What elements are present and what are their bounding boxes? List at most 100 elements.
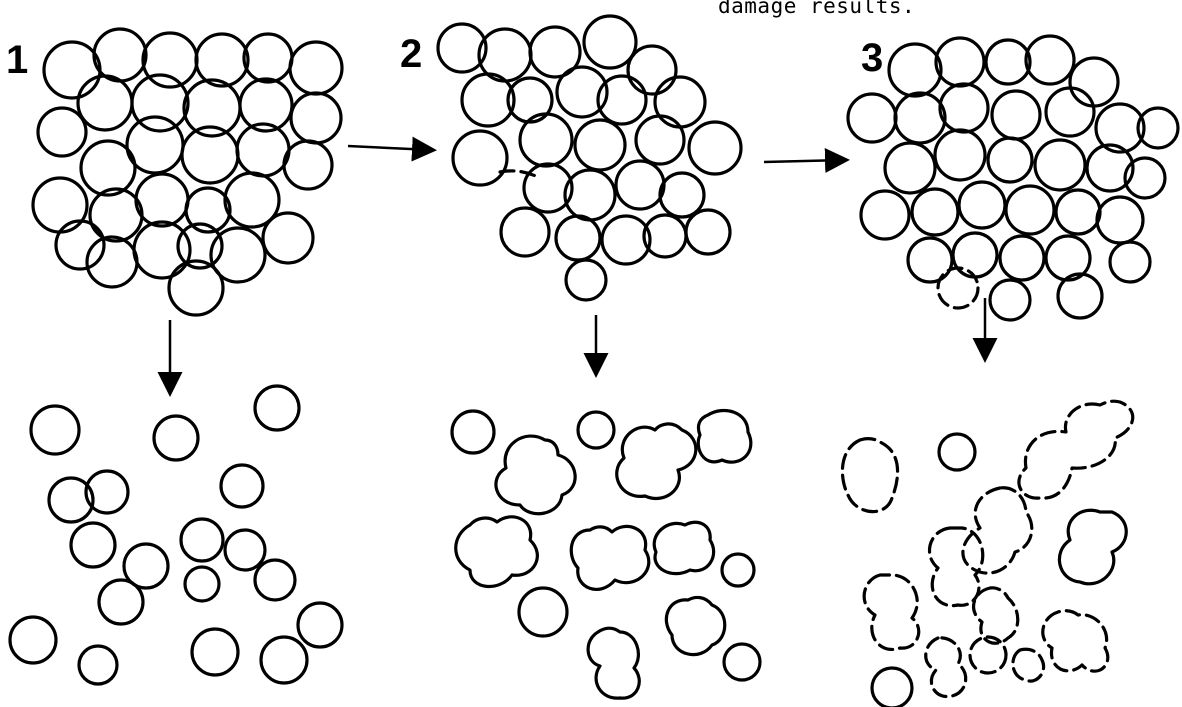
cell <box>883 141 937 195</box>
cell <box>887 42 943 98</box>
cell <box>614 159 666 211</box>
fused-cell <box>586 626 641 700</box>
cell <box>528 25 582 79</box>
cell <box>582 14 638 70</box>
cell <box>92 27 148 83</box>
broken-cell <box>1017 399 1135 500</box>
cell <box>223 171 281 229</box>
cell <box>141 31 199 89</box>
fused-cell <box>664 595 727 657</box>
panel-3-damaged-cells <box>840 399 1135 707</box>
cell <box>282 139 334 191</box>
cell <box>242 32 294 84</box>
cell <box>36 106 88 158</box>
cell <box>998 234 1046 282</box>
panel-1-separated-cells <box>8 384 344 686</box>
cell <box>934 36 986 88</box>
cell <box>933 128 987 182</box>
cell <box>97 578 145 626</box>
cell <box>555 65 609 119</box>
panel-3-number: 3 <box>861 36 884 80</box>
cell <box>1123 156 1167 200</box>
fused-cell <box>652 520 716 576</box>
cell <box>259 635 309 685</box>
cell <box>951 231 999 279</box>
cell <box>176 222 224 270</box>
cell <box>288 40 344 96</box>
cell <box>1004 184 1056 236</box>
cell <box>209 226 267 284</box>
cell <box>906 236 954 284</box>
cell <box>219 463 265 509</box>
fused-cell <box>454 515 539 589</box>
cell <box>986 136 1034 184</box>
cell <box>190 627 240 677</box>
broken-cell <box>961 486 1034 575</box>
panel-2-separated-cells <box>450 409 762 700</box>
arrow-2-to-3 <box>763 147 850 173</box>
cell <box>1044 86 1096 138</box>
arrow-1-to-2 <box>347 136 437 162</box>
cell <box>76 74 134 132</box>
cell <box>84 469 130 515</box>
cell <box>517 586 569 638</box>
cell <box>134 172 190 228</box>
cell <box>8 615 58 665</box>
cell <box>684 208 732 256</box>
cell <box>184 186 232 234</box>
fused-cell <box>1057 508 1128 586</box>
cell <box>1136 106 1180 150</box>
cell <box>289 91 343 145</box>
broken-cell <box>862 573 921 651</box>
cell <box>1044 234 1092 282</box>
cell <box>846 92 898 144</box>
cell <box>42 40 102 100</box>
fused-cell <box>569 524 651 591</box>
cell <box>626 44 678 96</box>
cell <box>436 22 488 74</box>
cell <box>253 558 297 602</box>
cell <box>988 278 1032 322</box>
cell <box>938 82 990 134</box>
cell <box>1056 272 1104 320</box>
cell <box>79 139 137 197</box>
cell <box>69 521 117 569</box>
cell <box>518 112 574 168</box>
cell <box>29 404 81 456</box>
broken-membrane <box>498 169 542 180</box>
broken-cell <box>840 437 900 514</box>
cell <box>658 171 706 219</box>
cell <box>600 214 652 266</box>
cell <box>238 77 294 133</box>
cell <box>910 187 960 237</box>
cell <box>1108 240 1152 284</box>
cell <box>1085 143 1135 193</box>
cell <box>1094 102 1146 154</box>
broken-cell <box>968 635 1008 675</box>
broken-cell <box>927 526 985 608</box>
cell <box>132 220 192 280</box>
cell <box>573 118 627 172</box>
cell <box>720 552 756 588</box>
cell <box>564 258 608 302</box>
panel-1-packed-cells <box>31 27 344 317</box>
cell <box>31 176 89 234</box>
cell <box>253 384 301 432</box>
cell <box>1024 34 1076 86</box>
cell <box>223 528 267 572</box>
cell <box>596 74 648 126</box>
cell <box>506 76 554 124</box>
cell <box>261 211 315 265</box>
cell <box>687 120 743 176</box>
fused-cell <box>615 422 698 501</box>
cell <box>130 73 190 133</box>
cell <box>870 666 914 707</box>
cell <box>893 91 947 145</box>
broken-cell <box>1011 647 1046 683</box>
broken-cell <box>1041 609 1110 673</box>
cell <box>859 189 911 241</box>
cell <box>990 89 1042 141</box>
cell <box>450 409 496 455</box>
broken-cell <box>936 266 980 310</box>
cell <box>183 565 221 603</box>
